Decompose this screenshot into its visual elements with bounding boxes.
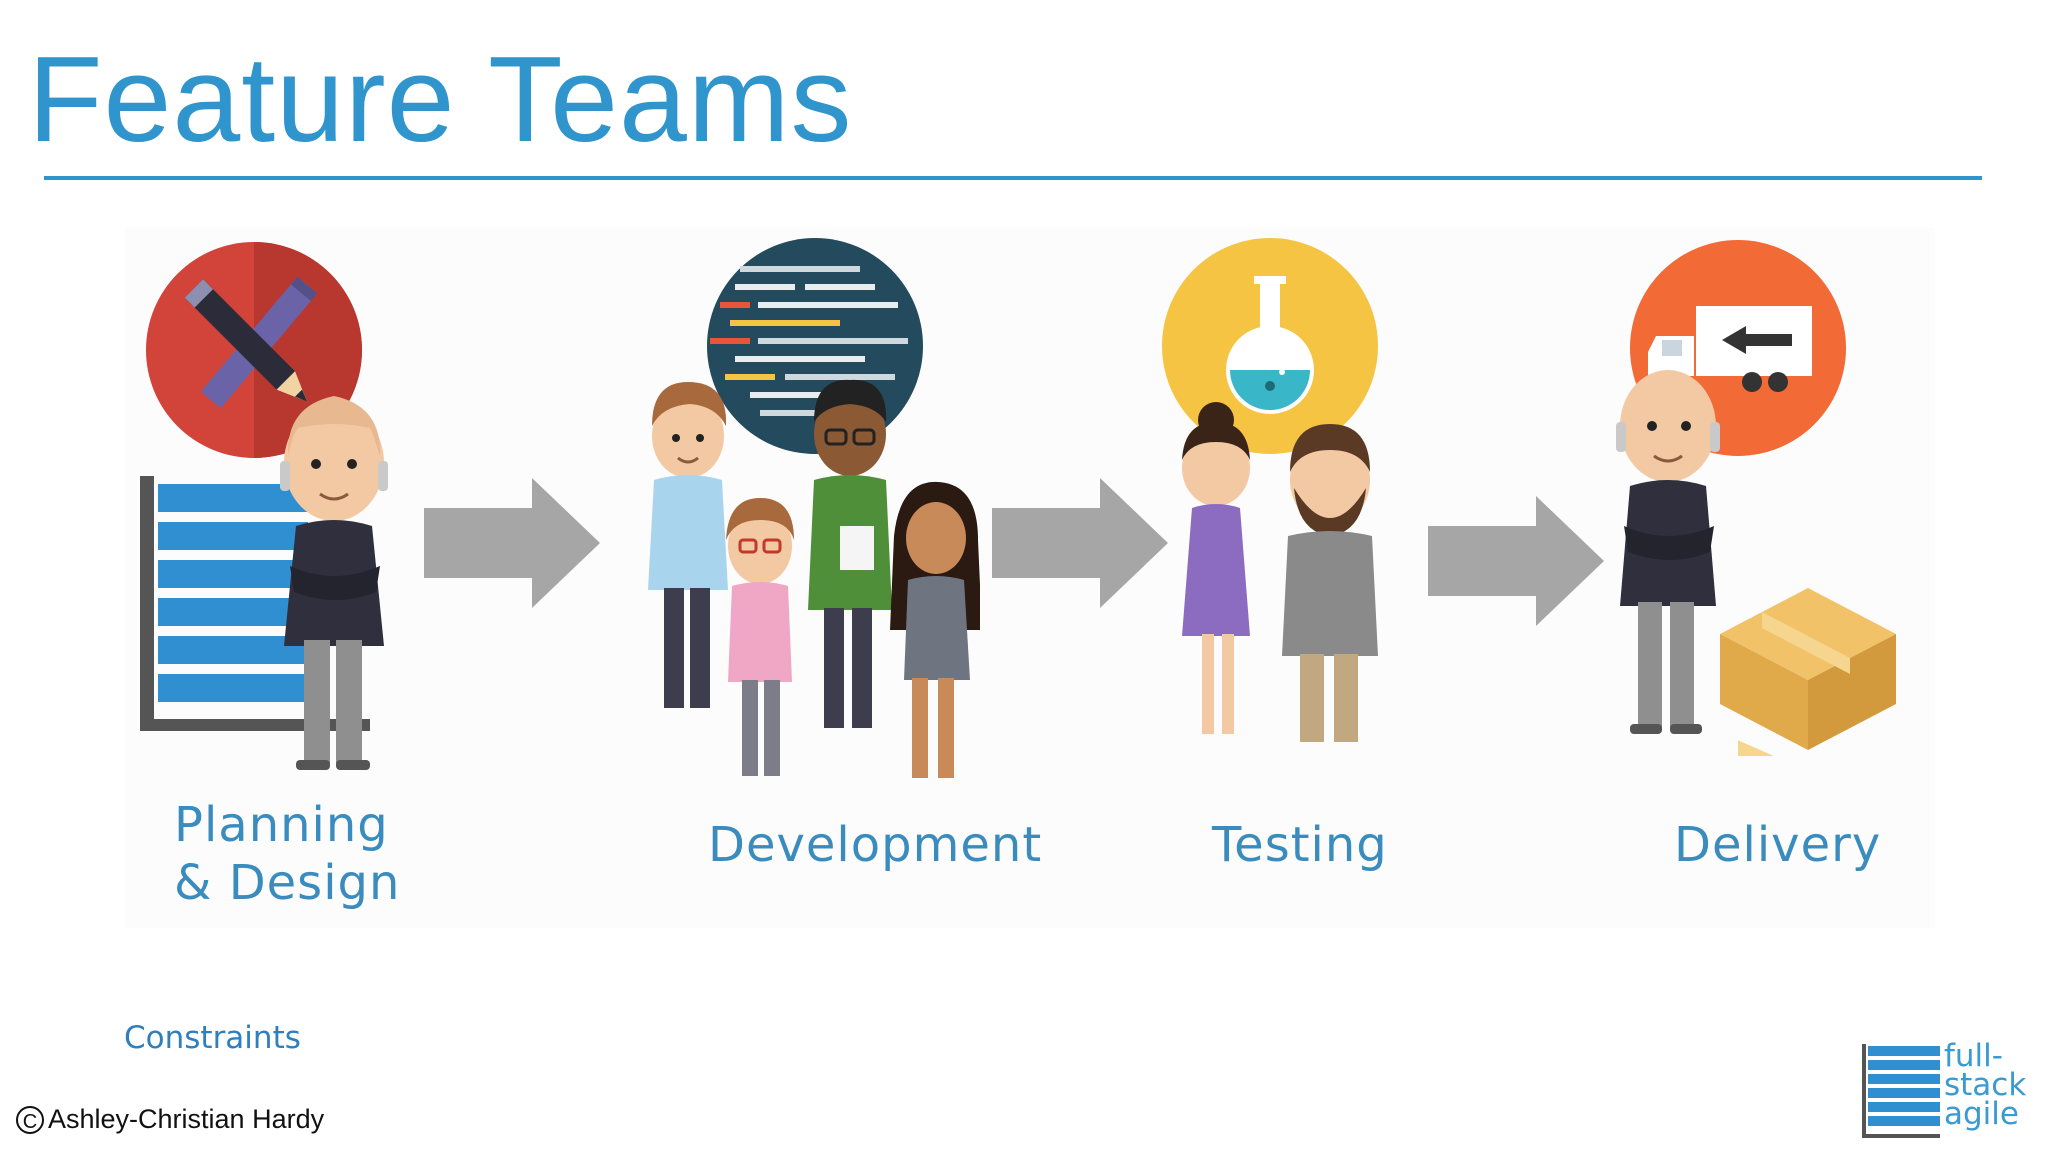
stage-label-testing: Testing (1212, 817, 1388, 873)
logo-text-line2: stack (1944, 1067, 2027, 1103)
fullstack-agile-logo: full- stack agile (1862, 1038, 2032, 1140)
delivery-illustration (1616, 240, 1896, 780)
package-box-icon (1720, 588, 1896, 780)
stage-label-planning-line1: Planning (174, 797, 389, 853)
document-list-icon (140, 476, 370, 731)
page-title: Feature Teams (28, 31, 853, 167)
stage-label-planning-line2: & Design (174, 855, 401, 911)
code-screen-icon (707, 238, 923, 454)
copyright-icon: C (16, 1105, 44, 1134)
development-illustration (648, 238, 982, 778)
logo-stack-icon (1862, 1044, 1940, 1138)
arrow-right-icon (992, 478, 1168, 608)
logo-text: full- stack agile (1944, 1038, 2027, 1132)
stage-label-delivery: Delivery (1674, 817, 1882, 873)
planning-illustration (140, 242, 388, 770)
person-developer-3 (726, 498, 794, 776)
stage-label-planning: Planning & Design (174, 796, 400, 912)
person-developer-2 (808, 379, 892, 728)
stage-planning-design (130, 236, 430, 776)
logo-text-line1: full- (1944, 1038, 2003, 1074)
logo-text-line3: agile (1944, 1096, 2019, 1132)
arrow-right-icon (1428, 496, 1604, 626)
person-tester-2 (1282, 424, 1378, 742)
flask-icon (1162, 238, 1378, 454)
constraints-link[interactable]: Constraints (124, 1020, 301, 1056)
testing-illustration (1162, 238, 1378, 742)
person-bald-man (280, 396, 388, 770)
person-developer-4 (890, 481, 982, 778)
stage-label-development: Development (708, 817, 1043, 873)
stage-delivery (1612, 236, 1902, 780)
stage-testing (1160, 236, 1400, 746)
copyright-holder: Ashley-Christian Hardy (48, 1104, 325, 1134)
stage-development (640, 236, 982, 786)
copyright-notice: C Ashley-Christian Hardy (16, 1104, 324, 1135)
person-bald-man (1616, 370, 1720, 734)
person-developer-1 (648, 382, 728, 708)
title-divider (44, 176, 1982, 180)
person-tester-1 (1182, 402, 1250, 734)
arrow-right-icon (424, 478, 600, 608)
